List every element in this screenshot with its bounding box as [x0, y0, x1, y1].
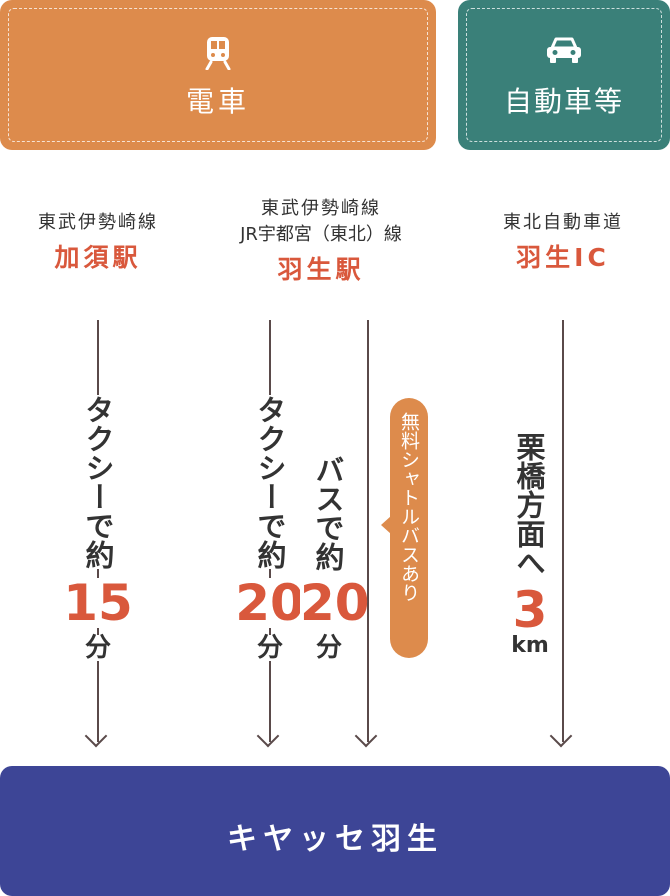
shuttle-badge-text: 無料シャトルバスあり — [398, 412, 420, 602]
arrow-hanyu-bus-head — [354, 724, 378, 748]
station-hanyu-line1: 東武伊勢崎線 — [261, 198, 381, 219]
train-mode-box: 電車 — [0, 0, 436, 150]
station-kazo-name: 加須駅 — [54, 243, 142, 272]
arrow-hanyu-bus — [354, 320, 378, 748]
station-kazo-line: 東武伊勢崎線 — [38, 212, 158, 233]
route-hanyu-bus-minutes: 20 — [300, 574, 370, 632]
destination-label: キヤッセ羽生 — [227, 822, 443, 857]
route-hanyu-bus-unit: 分 — [311, 635, 347, 661]
station-hanyu-name: 羽生駅 — [277, 255, 365, 284]
route-ic-distance: 3 — [510, 585, 550, 635]
car-mode-box: 自動車等 — [458, 0, 670, 150]
route-kazo-taxi-unit: 分 — [80, 635, 116, 661]
arrow-hanyu-ic-head — [549, 724, 573, 748]
train-icon — [205, 37, 231, 70]
train-mode-label: 電車 — [185, 85, 250, 118]
station-kazo: 東武伊勢崎線 加須駅 — [18, 210, 178, 276]
train-box-dashed-border — [8, 8, 428, 142]
arrow-hanyu-taxi-head — [256, 724, 280, 748]
car-mode-label: 自動車等 — [503, 85, 624, 118]
shuttle-badge-pointer — [381, 516, 391, 534]
station-hanyu-line2: JR宇都宮（東北）線 — [240, 224, 402, 245]
shuttle-bus-badge: 無料シャトルバスあり — [381, 398, 428, 658]
arrow-kazo-head — [84, 724, 108, 748]
route-ic-distance-unit: km — [506, 635, 554, 657]
route-hanyu-taxi-unit: 分 — [252, 635, 288, 661]
station-hanyu-ic-name: 羽生IC — [516, 243, 610, 272]
arrow-hanyu-ic — [549, 320, 573, 748]
route-ic-direction-text: 栗橋方面へ — [512, 432, 546, 577]
route-hanyu-taxi-text: タクシーで約 — [253, 395, 287, 569]
car-icon — [547, 37, 581, 63]
station-hanyu: 東武伊勢崎線 JR宇都宮（東北）線 羽生駅 — [210, 196, 432, 288]
car-box-dashed-border — [466, 8, 662, 142]
route-hanyu-bus-text: バスで約 — [311, 455, 345, 571]
route-kazo-taxi-minutes: 15 — [30, 578, 166, 628]
route-kazo-taxi-text: タクシーで約 — [81, 395, 115, 569]
station-hanyu-ic: 東北自動車道 羽生IC — [478, 210, 648, 276]
destination-box: キヤッセ羽生 — [0, 766, 670, 896]
station-hanyu-ic-line: 東北自動車道 — [503, 212, 623, 233]
